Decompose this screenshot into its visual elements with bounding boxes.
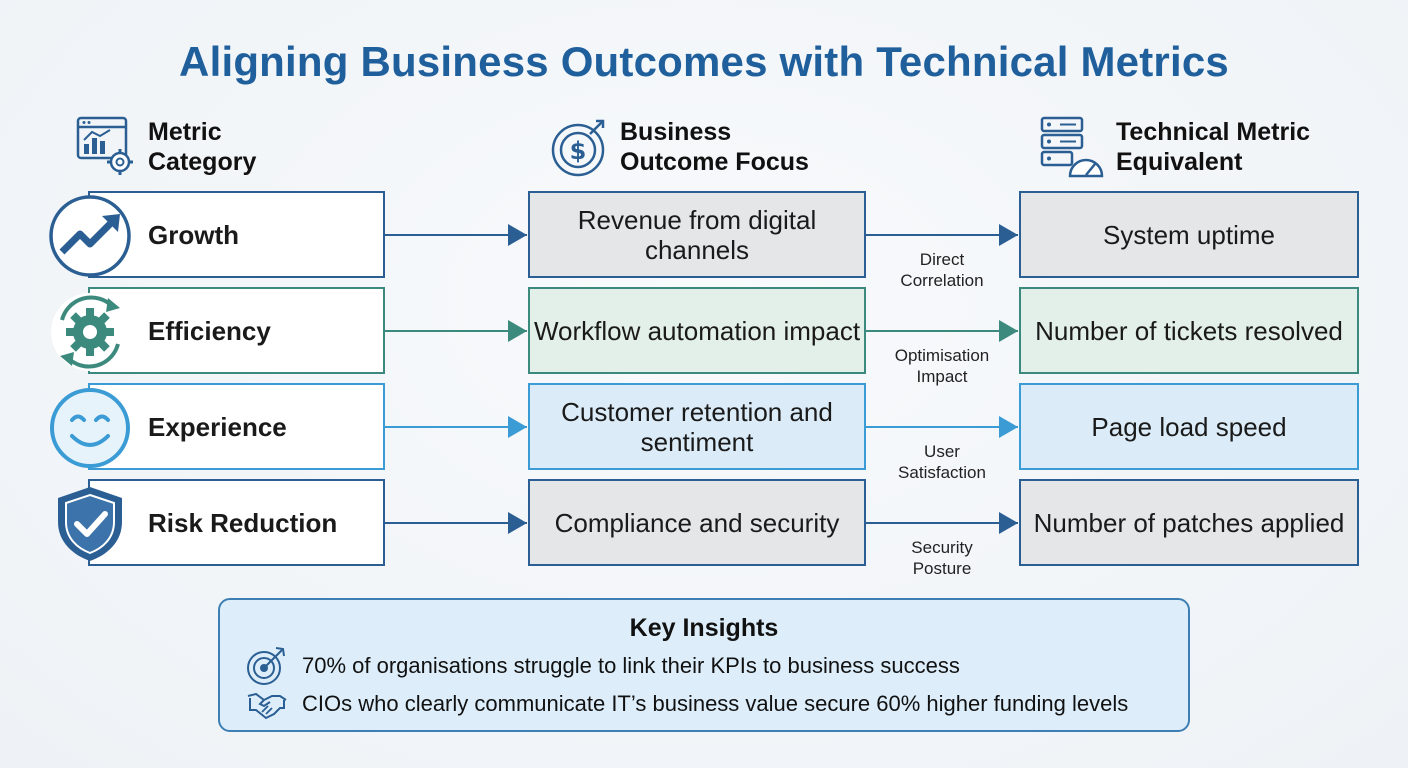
column-title-technical: Technical Metric Equivalent xyxy=(1116,118,1311,176)
insight-item: CIOs who clearly communicate IT’s busine… xyxy=(246,686,1128,722)
outcome-box-experience: Customer retention and sentiment xyxy=(528,383,866,470)
column-title-business: Business Outcome Focus xyxy=(620,118,809,176)
metric-box-growth: System uptime xyxy=(1019,191,1359,278)
dollar-target-icon: $ xyxy=(551,119,605,177)
outcome-box-efficiency: Workflow automation impact xyxy=(528,287,866,374)
category-box-risk-reduction: Risk Reduction xyxy=(88,479,385,566)
svg-text:$: $ xyxy=(570,137,587,165)
outcome-box-growth: Revenue from digital channels xyxy=(528,191,866,278)
link-label-growth: Direct Correlation xyxy=(900,250,984,290)
link-label-efficiency: Optimisation Impact xyxy=(894,346,990,386)
category-box-experience: Experience xyxy=(88,383,385,470)
gear-cycle-icon xyxy=(51,293,129,371)
analytics-gear-icon xyxy=(76,116,133,175)
insights-title: Key Insights xyxy=(629,614,779,642)
category-box-growth: Growth xyxy=(88,191,385,278)
column-header-category: Metric Category xyxy=(76,116,256,178)
handshake-icon xyxy=(247,692,287,720)
metric-box-experience: Page load speed xyxy=(1019,383,1359,470)
key-insights-panel: Key Insights 70% of organisations strugg… xyxy=(218,598,1190,732)
column-header-technical: Technical Metric Equivalent xyxy=(1040,116,1310,178)
link-label-experience: User Satisfaction xyxy=(898,442,986,482)
page-title: Aligning Business Outcomes with Technica… xyxy=(179,38,1229,85)
shield-check-icon xyxy=(58,487,122,561)
column-header-business: $ Business Outcome Focus xyxy=(550,116,809,178)
category-box-efficiency: Efficiency xyxy=(88,287,385,374)
metric-box-risk-reduction: Number of patches applied xyxy=(1019,479,1359,566)
column-title-category: Metric Category xyxy=(148,118,257,176)
server-gauge-icon xyxy=(1040,116,1104,178)
smiley-icon xyxy=(50,388,130,468)
trend-up-icon xyxy=(49,195,131,277)
insight-item: 70% of organisations struggle to link th… xyxy=(246,646,960,686)
metric-box-efficiency: Number of tickets resolved xyxy=(1019,287,1359,374)
insight-text: CIOs who clearly communicate IT’s busine… xyxy=(302,691,1129,716)
link-label-risk-reduction: Security Posture xyxy=(911,538,973,578)
target-icon xyxy=(247,647,285,685)
insight-text: 70% of organisations struggle to link th… xyxy=(302,653,960,678)
outcome-box-risk-reduction: Compliance and security xyxy=(528,479,866,566)
